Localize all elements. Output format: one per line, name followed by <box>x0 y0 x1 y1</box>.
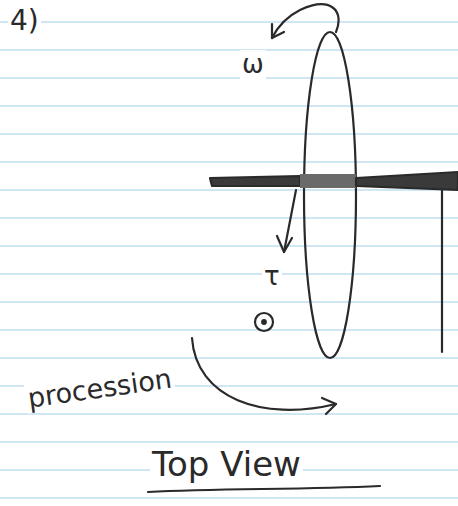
spin-arrowhead <box>272 24 284 38</box>
ruled-lines <box>0 22 458 498</box>
out-of-page-symbol <box>255 313 273 331</box>
axle-hub <box>300 174 356 188</box>
torque-label: τ <box>262 262 282 291</box>
problem-number: 4) <box>8 6 41 37</box>
axle-right <box>356 172 458 190</box>
spin-arrow <box>272 4 339 38</box>
view-title: Top View <box>150 446 303 483</box>
axle-left <box>210 176 300 186</box>
support-post <box>441 190 443 352</box>
precession-arrowhead <box>322 398 336 414</box>
torque-arrowhead <box>277 236 292 252</box>
out-of-page-dot <box>262 320 266 324</box>
title-underline <box>148 486 380 492</box>
precession-arrow <box>192 338 336 410</box>
precession-label: procession <box>24 363 176 413</box>
angular-velocity-label: ω <box>240 50 266 79</box>
wheel-outline <box>304 32 356 358</box>
